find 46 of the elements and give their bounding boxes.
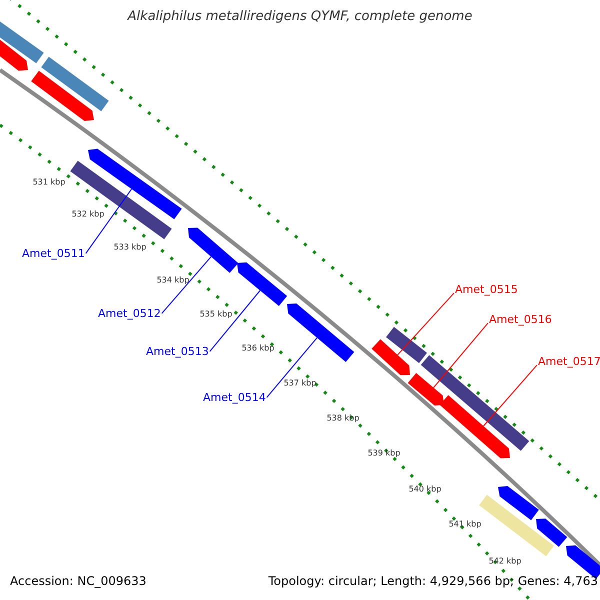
gene-feature bbox=[0, 20, 44, 64]
position-label: 534 kbp bbox=[156, 276, 190, 286]
position-label: 533 kbp bbox=[114, 244, 146, 252]
gene-feature bbox=[41, 56, 109, 112]
position-label: 541 kbp bbox=[448, 520, 482, 530]
gene-feature bbox=[536, 518, 568, 547]
gene-label: Amet_0516 bbox=[489, 314, 552, 326]
position-label: 531 kbp bbox=[32, 178, 66, 188]
gene-feature bbox=[479, 494, 554, 556]
gene-label: Amet_0514 bbox=[203, 392, 266, 404]
position-label: 536 kbp bbox=[242, 344, 274, 354]
gene-label: Amet_0513 bbox=[146, 346, 209, 358]
gene-feature bbox=[408, 373, 444, 406]
accession-text: Accession: NC_009633 bbox=[10, 575, 146, 588]
genome-summary-text: Topology: circular; Length: 4,929,566 bp; Genes: 4,763 bbox=[268, 575, 598, 588]
gene-feature bbox=[287, 304, 354, 362]
gene-feature bbox=[88, 148, 182, 220]
position-label: 540 kbp bbox=[408, 486, 442, 494]
gene-label: Amet_0517 bbox=[538, 356, 600, 368]
gene-label: Amet_0515 bbox=[455, 284, 518, 296]
gene-feature bbox=[31, 70, 94, 121]
gene-feature bbox=[237, 262, 288, 306]
gene-feature bbox=[372, 339, 410, 376]
leader-line bbox=[397, 292, 454, 356]
leader-line bbox=[266, 337, 318, 398]
gene-feature bbox=[498, 486, 539, 520]
gene-feature bbox=[386, 326, 427, 364]
leader-line bbox=[209, 290, 261, 352]
gene-feature bbox=[440, 395, 510, 458]
gene-feature bbox=[188, 228, 238, 273]
position-label: 535 kbp bbox=[200, 310, 232, 320]
leader-line bbox=[433, 322, 488, 388]
gene-label: Amet_0511 bbox=[22, 248, 85, 260]
gene-feature bbox=[420, 355, 530, 451]
leader-line bbox=[161, 256, 212, 314]
gene-feature bbox=[70, 160, 172, 240]
title: Alkaliphilus metalliredigens QYMF, complete genome bbox=[126, 10, 474, 24]
position-label: 538 kbp bbox=[326, 414, 360, 424]
gene-label: Amet_0512 bbox=[98, 308, 161, 320]
gene-feature bbox=[0, 38, 28, 71]
position-label: 532 kbp bbox=[72, 210, 104, 220]
position-label: 542 kbp bbox=[488, 558, 522, 566]
leader-line bbox=[85, 188, 132, 254]
position-label: 539 kbp bbox=[368, 450, 400, 458]
leader-line bbox=[483, 364, 538, 426]
position-label: 537 kbp bbox=[284, 380, 316, 388]
